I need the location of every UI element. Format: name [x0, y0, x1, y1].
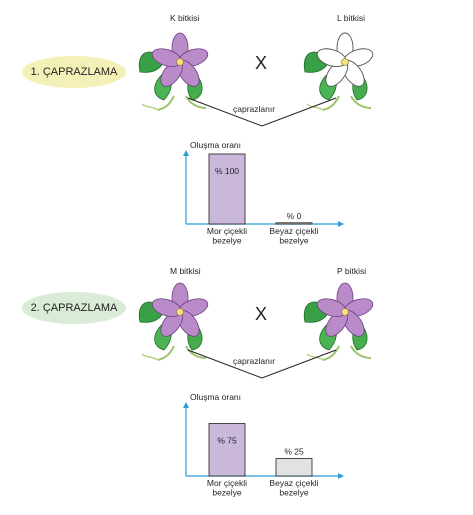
chart-1-y-arrow [183, 150, 189, 156]
cross-2-left-plant-label: M bitkisi [170, 266, 201, 276]
cross-2-right-flower-icon [303, 282, 376, 361]
chart-1-category-label-1: bezelye [212, 236, 242, 246]
cross-2-right-plant-label: P bitkisi [337, 266, 367, 276]
chart-1-bar-1 [208, 153, 246, 225]
chart-1-ylabel: Oluşma oranı [190, 140, 241, 150]
chart-1-category-label-1: Mor çiçekli [207, 226, 247, 236]
cross-1-left-plant-label: K bitkisi [170, 13, 200, 23]
chart-2-category-label-1: Mor çiçekli [207, 478, 247, 488]
chart-1-category-label-2: Beyaz çiçekli [269, 226, 318, 236]
cross-2-label: 2. ÇAPRAZLAMA [30, 302, 118, 314]
chart-2-value-label-1: % 75 [217, 436, 237, 446]
cross-1-label-oval: 1. ÇAPRAZLAMA [22, 56, 126, 88]
chart-2-ylabel: Oluşma oranı [190, 392, 241, 402]
cross-1-right-flower-icon [303, 32, 376, 111]
cross-1-left-flower-icon [138, 32, 211, 111]
cross-1-connector [187, 97, 337, 127]
cross-1-x-symbol: X [255, 53, 268, 73]
chart-2-bar-1 [208, 423, 246, 477]
cross-2-connector [187, 349, 337, 379]
chart-1-value-label-1: % 100 [215, 166, 239, 176]
chart-1-x-arrow [338, 221, 344, 227]
chart-2-category-label-2: bezelye [279, 488, 309, 498]
chart-2-category-label-2: Beyaz çiçekli [269, 478, 318, 488]
cross-2-x-symbol: X [255, 304, 268, 324]
chart-2-x-arrow [338, 473, 344, 479]
cross-2-left-flower-icon [138, 282, 211, 361]
cross-2-label-oval: 2. ÇAPRAZLAMA [22, 292, 126, 324]
chart-1-category-label-2: bezelye [279, 236, 309, 246]
chart-2-y-arrow [183, 402, 189, 408]
chart-1-bar-2 [275, 222, 313, 225]
cross-1-join-label: çaprazlanır [233, 104, 276, 114]
cross-1-label: 1. ÇAPRAZLAMA [30, 66, 118, 78]
chart-2-category-label-1: bezelye [212, 488, 242, 498]
cross-1-right-plant-label: L bitkisi [337, 13, 366, 23]
chart-1-value-label-2: % 0 [287, 211, 302, 221]
chart-2-bar-2 [275, 458, 313, 477]
cross-2-join-label: çaprazlanır [233, 356, 276, 366]
chart-2-value-label-2: % 25 [284, 447, 304, 457]
